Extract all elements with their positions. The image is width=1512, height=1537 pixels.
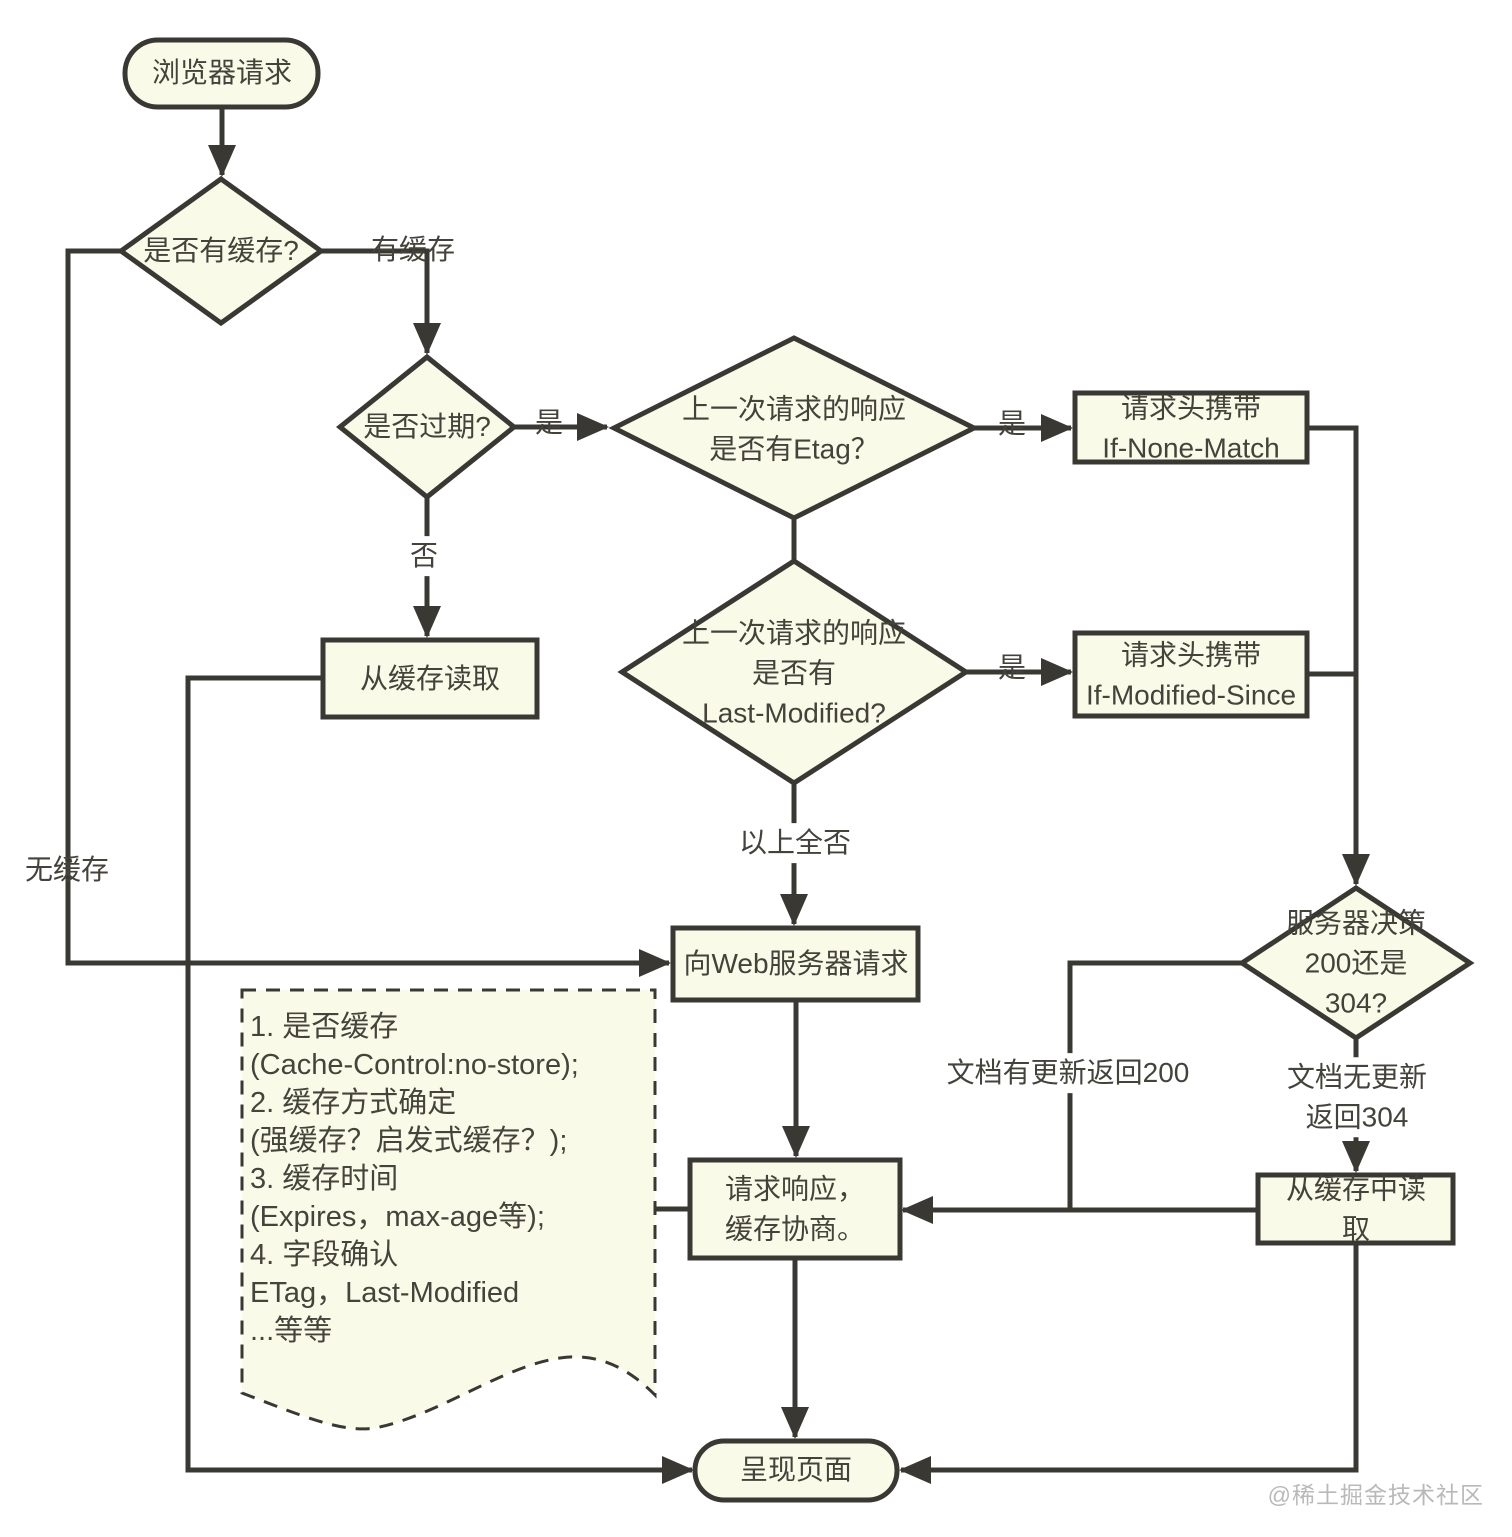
server-decision-diamond-shape xyxy=(1237,885,1475,1041)
etag-diamond-shape xyxy=(608,335,980,521)
if-modified-since-box-shape xyxy=(1072,630,1310,719)
nodes xyxy=(116,37,1475,1503)
start-node-shape xyxy=(122,37,321,110)
edge-readcache-to-end xyxy=(185,675,694,1484)
edge-hascache-yes xyxy=(321,248,441,355)
read-cache-2-box-shape xyxy=(1255,1172,1456,1246)
note-document-shape xyxy=(240,988,657,1431)
web-request-box-shape xyxy=(670,925,921,1003)
edge-readcache2-to-end xyxy=(899,1243,1359,1484)
watermark-text: @稀土掘金技术社区 xyxy=(1267,1482,1484,1508)
end-node-shape xyxy=(692,1438,900,1503)
edge-ifnonematch-to-server xyxy=(1307,425,1370,886)
edge-no-cache xyxy=(65,248,671,977)
if-none-match-box-shape xyxy=(1072,390,1310,465)
response-box-shape xyxy=(687,1157,903,1261)
expired-diamond-shape xyxy=(336,353,518,501)
has-cache-diamond-shape xyxy=(116,175,326,327)
cache-note-text: 1. 是否缓存 (Cache-Control:no-store); 2. 缓存方… xyxy=(250,1011,579,1347)
read-cache-box-shape xyxy=(320,637,540,720)
last-modified-diamond-shape xyxy=(617,558,971,786)
edge-server-200 xyxy=(901,960,1242,1224)
